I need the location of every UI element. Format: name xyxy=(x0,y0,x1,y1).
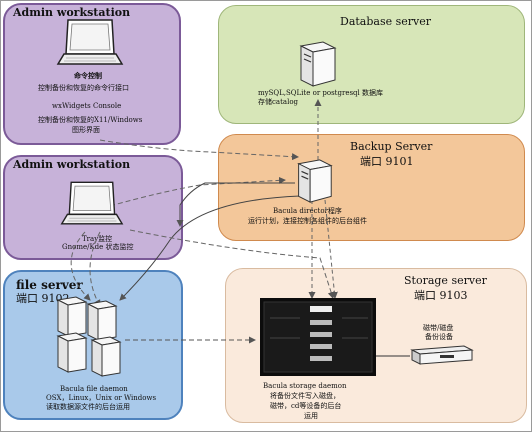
storage-line1: Bacula storage daemon xyxy=(263,382,347,390)
admin-top-label1: 命令控制 xyxy=(74,71,102,80)
admin-top-label5: 图形界面 xyxy=(72,126,100,134)
storage-device-label2: 备份设备 xyxy=(425,333,453,341)
storage-port: 端口 9103 xyxy=(414,289,468,302)
database-server-panel xyxy=(218,5,525,124)
storage-line2: 将备份文件写入磁盘， xyxy=(270,392,340,400)
storage-line4: 运用 xyxy=(304,412,318,420)
laptop-icon xyxy=(60,181,124,225)
file-server-line3: 读取数据源文件的后台运用 xyxy=(46,403,130,411)
admin-top-label2: 控制备份和恢复的命令行接口 xyxy=(38,84,129,92)
file-server-line2: OSX，Linux，Unix or Windows xyxy=(46,394,157,402)
file-server-port: 端口 9102 xyxy=(16,292,70,305)
link-admin-mid-to-file-2 xyxy=(89,231,101,307)
link-director-to-admin-mid xyxy=(176,182,295,227)
database-line1: mySQL,SQLite or postgresql 数据库 xyxy=(258,89,383,97)
link-admin-top-to-director xyxy=(99,139,299,161)
database-line2: 存储catalog xyxy=(258,98,299,106)
storage-rack-icon xyxy=(260,298,376,376)
backup-title: Backup Server xyxy=(350,140,433,153)
storage-device-label1: 磁带/磁盘 xyxy=(423,324,454,332)
link-director-to-storage-2 xyxy=(324,199,338,299)
director-server-icon xyxy=(297,159,333,203)
database-server-icon xyxy=(299,41,337,87)
link-director-to-file xyxy=(119,195,301,301)
storage-title: Storage server xyxy=(404,274,487,287)
link-admin-mid-to-storage xyxy=(129,229,335,299)
storage-line3: 磁带，cd等设备的后台 xyxy=(270,402,342,410)
admin-mid-line2: Gnome/Kde 状态监控 xyxy=(62,243,134,251)
link-admin-mid-to-file-1 xyxy=(70,231,91,301)
tape-device-icon xyxy=(410,345,474,365)
backup-server-panel xyxy=(218,134,525,241)
file-server-line1: Bacula file daemon xyxy=(60,385,128,393)
admin-top-label3: wxWidgets Console xyxy=(52,102,122,110)
file-server-cluster-icon xyxy=(56,296,122,377)
file-server-title: file server xyxy=(16,278,83,292)
laptop-icon xyxy=(56,19,124,65)
backup-line2: 运行计划，连接控制各组件的后台组件 xyxy=(248,217,367,225)
database-title: Database server xyxy=(340,15,432,28)
backup-line1: Bacula director程序 xyxy=(273,207,342,215)
link-admin-mid-to-director-1 xyxy=(109,176,286,207)
admin-mid-line1: Tray监控 xyxy=(82,235,113,243)
admin-mid-title: Admin workstation xyxy=(13,158,131,171)
admin-top-label4: 控制备份和恢复的X11/Windows xyxy=(38,116,143,124)
backup-port: 端口 9101 xyxy=(360,155,414,168)
admin-top-title: Admin workstation xyxy=(13,6,131,19)
